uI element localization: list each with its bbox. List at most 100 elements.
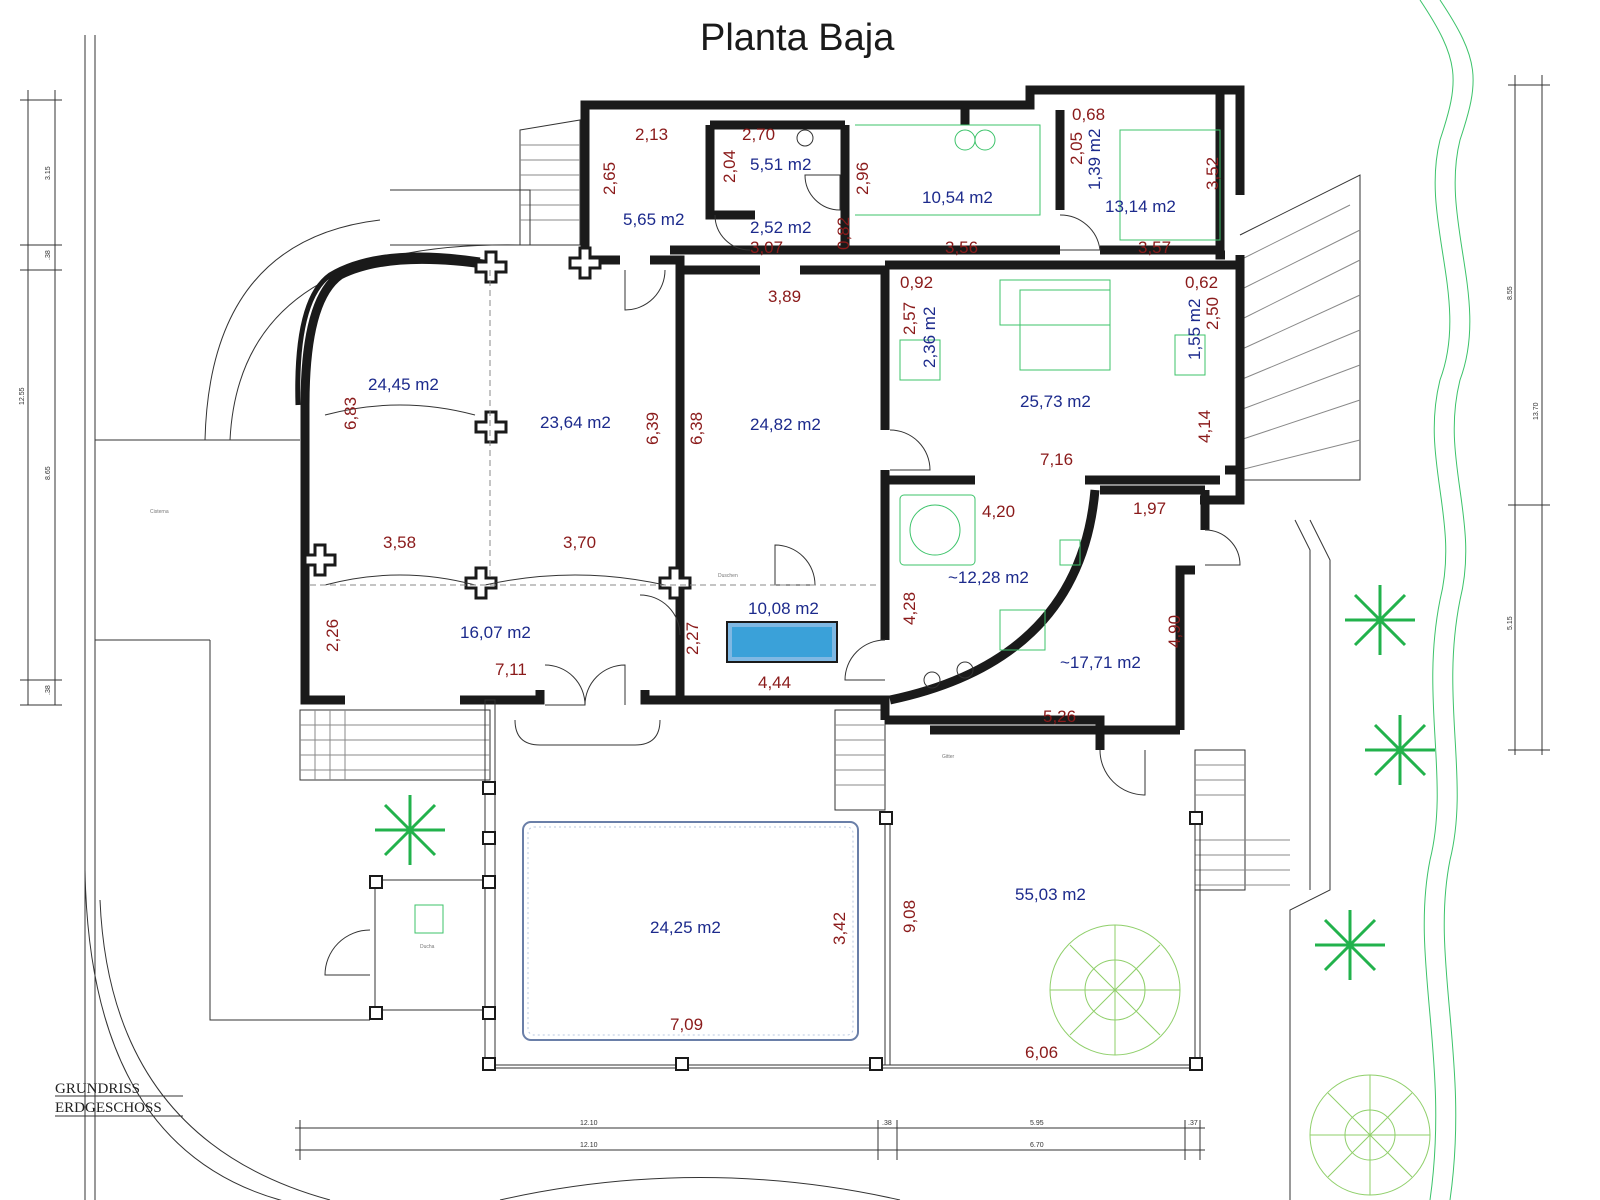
dim-bottom-1: 12.10 [580, 1120, 598, 1127]
duschen-label: Duschen [718, 573, 738, 579]
stairs-top-left [390, 119, 581, 246]
dim-label: 2,04 [720, 150, 739, 183]
site-boundary [84, 35, 1331, 1200]
dim-label: 4,20 [982, 502, 1015, 521]
right-boundary-line [1439, 0, 1474, 1200]
dim-label: 0,92 [900, 273, 933, 292]
ducha-label: Ducha [420, 944, 435, 950]
dim-label: 0,82 [834, 217, 853, 250]
area-label: 55,03 m2 [1015, 885, 1086, 904]
area-label: ~12,28 m2 [948, 568, 1029, 587]
dim-label: 2,70 [742, 125, 775, 144]
area-label: 24,25 m2 [650, 918, 721, 937]
dim-label: 7,09 [670, 1015, 703, 1034]
area-label: 13,14 m2 [1105, 197, 1176, 216]
dim-right-2: 5.15 [1507, 616, 1514, 630]
dim-label: 6,38 [687, 412, 706, 445]
dim-right-3: 13.70 [1533, 402, 1540, 420]
area-label: 1,39 m2 [1085, 129, 1104, 190]
interior-walls [585, 110, 1240, 750]
bathroom-fixtures [796, 124, 1221, 689]
dim-left-4: .38 [45, 685, 52, 695]
dim-label: 7,11 [495, 660, 527, 679]
caption-line-2: ERDGESCHOSS [55, 1100, 162, 1116]
palm-tree-icon [375, 585, 1435, 980]
bottom-dimension-lines: 12.10 .38 5.95 .37 12.10 6.70 [295, 1120, 1205, 1160]
plan-caption: GRUNDRISS ERDGESCHOSS [55, 1081, 183, 1117]
area-label: 5,65 m2 [623, 210, 684, 229]
area-label: 2,36 m2 [920, 307, 939, 368]
dim-label: 5,26 [1043, 707, 1076, 726]
dim-label: 3,52 [1203, 157, 1222, 190]
dim-label: 6,83 [341, 397, 360, 430]
dim-label: 7,16 [1040, 450, 1073, 469]
dim-label: 3,58 [383, 533, 416, 552]
dim-label: 3,07 [750, 238, 783, 257]
dim-label: 2,26 [323, 619, 342, 652]
dim-label: 3,42 [830, 912, 849, 945]
exterior-walls [295, 85, 1245, 735]
caption-line-1: GRUNDRISS [55, 1081, 140, 1097]
area-labels: 5,65 m2 5,51 m2 2,52 m2 10,54 m2 13,14 m… [368, 129, 1204, 937]
dim-label: 3,70 [563, 533, 596, 552]
area-label: 25,73 m2 [1020, 392, 1091, 411]
dim-left-5: 12.55 [19, 387, 26, 405]
dim-label: 2,57 [900, 302, 919, 335]
stairs-right [1239, 174, 1361, 481]
cisterna-label: Cisterna [150, 509, 169, 515]
stairs-lower-right [1194, 749, 1290, 891]
dim-label: 2,13 [635, 125, 668, 144]
bed-icon [1019, 289, 1111, 371]
dim-label: 4,44 [758, 673, 791, 692]
area-label: 2,52 m2 [750, 218, 811, 237]
area-label: 24,45 m2 [368, 375, 439, 394]
wc-icon [923, 671, 941, 689]
dim-label: 3,56 [945, 238, 978, 257]
area-label: 10,08 m2 [748, 599, 819, 618]
dim-bottom-3: 5.95 [1030, 1120, 1044, 1127]
dashed-partitions [310, 270, 880, 586]
dim-label: 1,97 [1133, 499, 1166, 518]
dim-label: 2,96 [853, 162, 872, 195]
dim-label: 6,39 [643, 412, 662, 445]
dim-left-3: 8.65 [45, 466, 52, 480]
area-label: ~17,71 m2 [1060, 653, 1141, 672]
pool-icon [522, 821, 859, 1041]
dimension-labels: 2,13 2,65 2,70 2,04 2,96 0,68 2,05 3,52 … [323, 105, 1222, 1062]
terrace-structure: Ducha [324, 699, 1203, 1071]
area-label: 16,07 m2 [460, 623, 531, 642]
dim-left-2: .38 [45, 250, 52, 260]
area-label: 10,54 m2 [922, 188, 993, 207]
area-label: 1,55 m2 [1185, 299, 1204, 360]
dim-label: 4,90 [1165, 615, 1184, 648]
dim-label: 9,08 [900, 900, 919, 933]
stairs-lower-left [299, 709, 491, 781]
door-swings [324, 214, 1241, 796]
dim-bottom-2: .38 [882, 1120, 892, 1127]
area-label: 23,64 m2 [540, 413, 611, 432]
dim-label: 0,62 [1185, 273, 1218, 292]
dim-label: 4,28 [900, 592, 919, 625]
left-dimension-lines: 3.15 .38 8.65 .38 12.55 [19, 90, 62, 706]
bathtub-icon [899, 494, 976, 566]
stairs-lower-middle [834, 709, 886, 811]
dim-left-1: 3.15 [45, 166, 52, 180]
shrub-icon [1049, 924, 1431, 1196]
dim-label: 2,27 [683, 622, 702, 655]
shower-icon [414, 904, 444, 934]
dim-label: 4,14 [1195, 410, 1214, 443]
area-label: 5,51 m2 [750, 155, 811, 174]
dim-label: 3,57 [1138, 238, 1171, 257]
plan-title: Planta Baja [700, 17, 895, 59]
dim-bottom-5: 12.10 [580, 1142, 598, 1149]
dim-label: 2,65 [600, 162, 619, 195]
dim-bottom-6: 6.70 [1030, 1142, 1044, 1149]
dim-label: 2,50 [1203, 297, 1222, 330]
dim-label: 6,06 [1025, 1043, 1058, 1062]
gitter-label: Gitter [942, 754, 955, 760]
dim-label: 3,89 [768, 287, 801, 306]
dim-label: 2,05 [1067, 132, 1086, 165]
dim-right-1: 8.55 [1507, 286, 1514, 300]
dim-bottom-4: .37 [1188, 1120, 1198, 1127]
